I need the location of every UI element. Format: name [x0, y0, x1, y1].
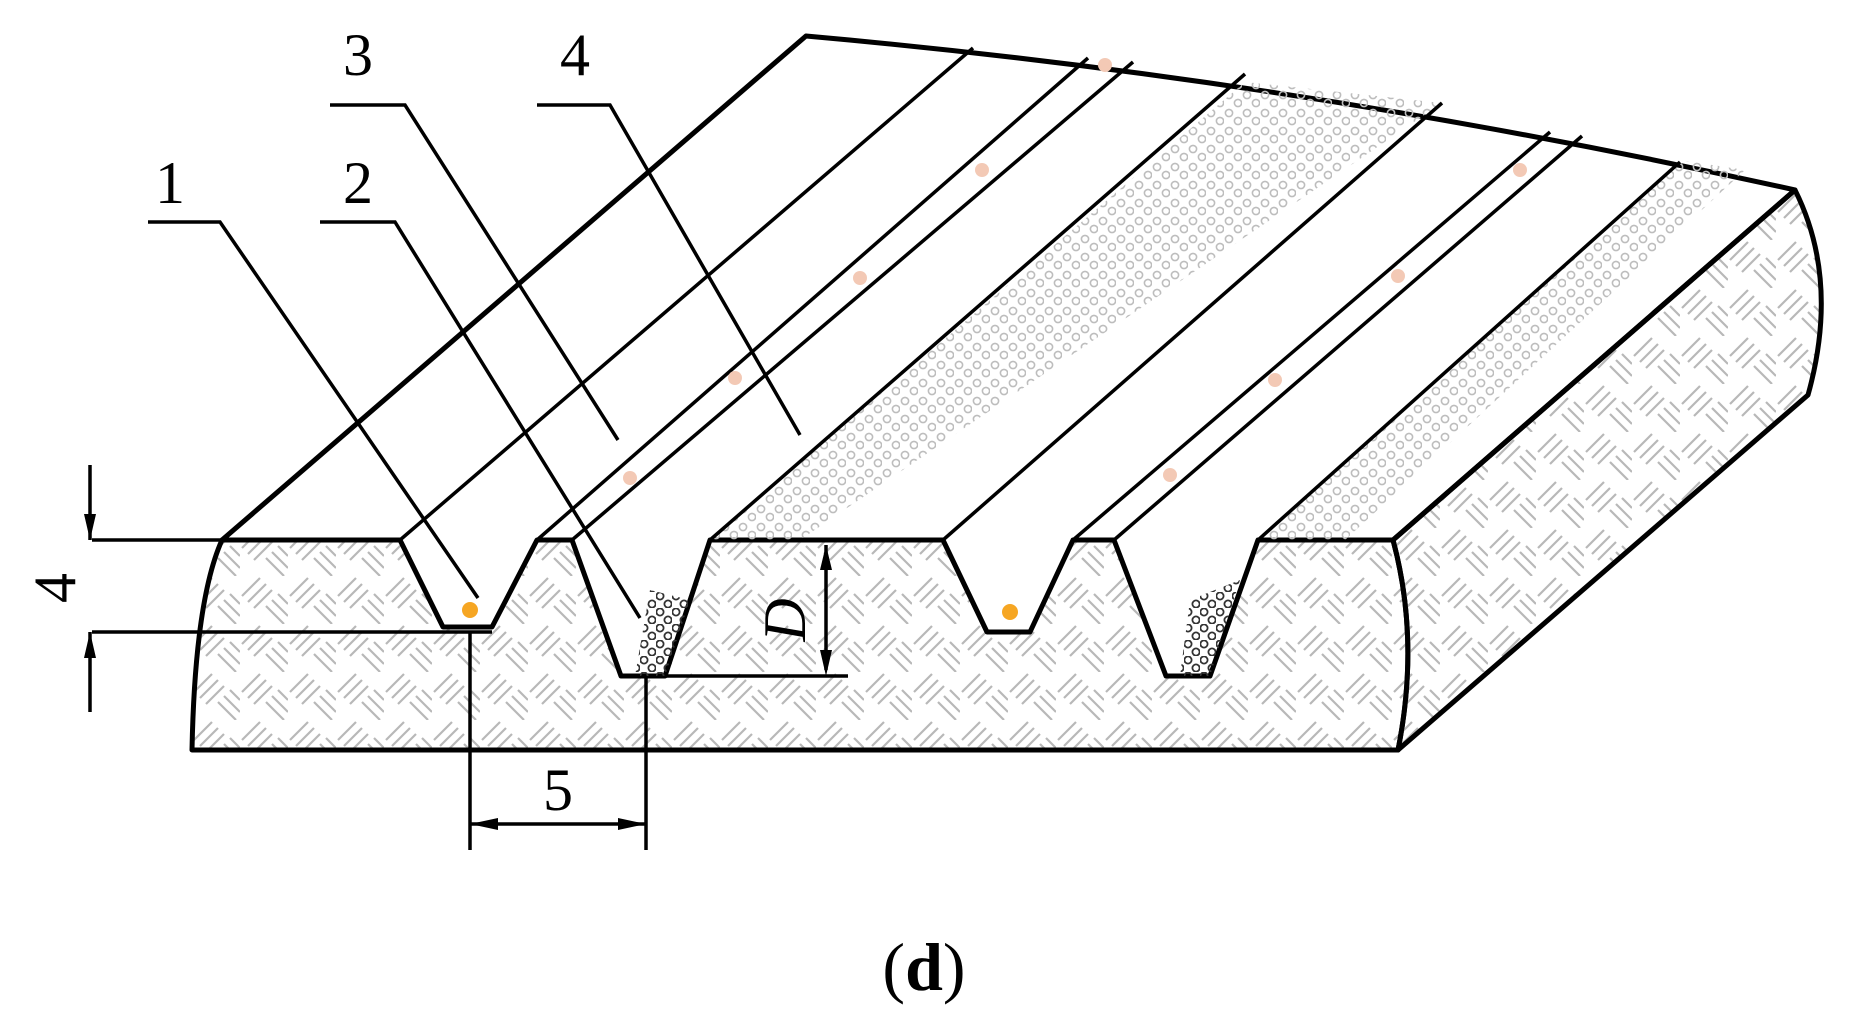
circle-stripe-a	[710, 82, 1442, 540]
caption-letter: d	[905, 929, 943, 1005]
right-side-face	[1390, 187, 1824, 753]
faint-dots	[623, 58, 1527, 485]
figure-caption: (d)	[882, 929, 965, 1005]
groove-2-fill	[635, 590, 690, 676]
dimension-arrowheads	[84, 514, 832, 830]
orange-dot-2	[1002, 604, 1018, 620]
callout-leaders	[148, 103, 802, 619]
orange-dot-1	[462, 602, 478, 618]
callout-label-1: 1	[155, 150, 185, 216]
dimension-label-left: 4	[22, 573, 88, 603]
callout-label-4: 4	[560, 22, 590, 88]
caption-close: )	[943, 929, 966, 1005]
circle-stripe-b	[1258, 160, 1745, 540]
front-section-face	[189, 537, 1411, 753]
groove-lines	[398, 46, 1682, 542]
caption-open: (	[882, 929, 905, 1005]
callout-label-2: 2	[343, 150, 373, 216]
dimension-label-bottom: 5	[543, 757, 573, 823]
callout-label-3: 3	[343, 22, 373, 88]
groove-4-fill	[1180, 580, 1240, 676]
dimension-label-depth: D	[752, 598, 818, 642]
